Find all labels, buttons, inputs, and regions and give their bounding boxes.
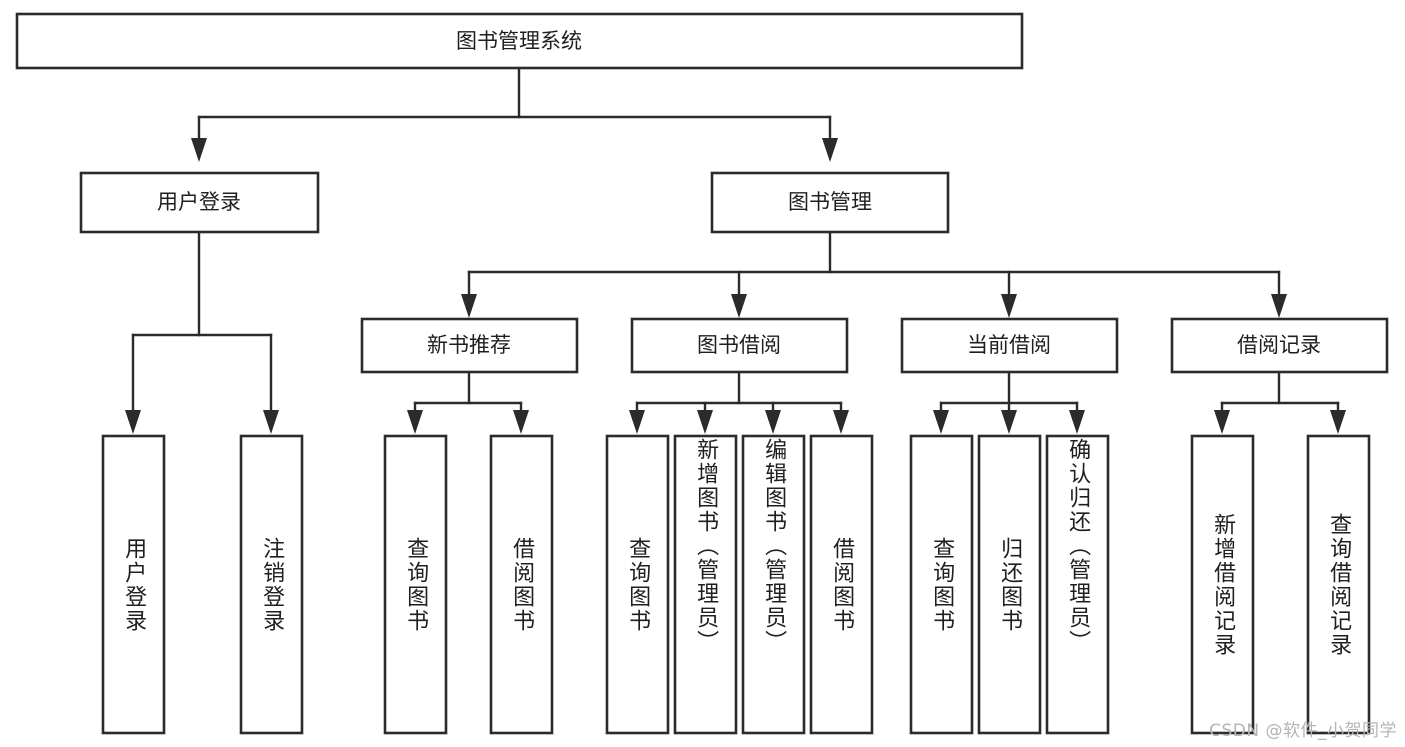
arrow-head-book-management — [822, 138, 838, 162]
arrow-head-user-login — [191, 138, 207, 162]
node-borrow-record-box[interactable] — [1170, 317, 1389, 374]
edges-book-management-to-level2 — [461, 230, 1287, 318]
arrow-head-leaf-add-book-admin — [697, 410, 713, 434]
node-current-borrow[interactable]: 当前借阅 — [900, 317, 1119, 374]
leaf-query-book-borrow-box[interactable] — [605, 434, 670, 735]
arrow-head-leaf-return-book — [1001, 410, 1017, 434]
arrow-head-leaf-confirm-return-admin — [1069, 410, 1085, 434]
node-book-management-label: 图书管理 — [788, 190, 872, 214]
node-book-management-box[interactable] — [710, 171, 950, 234]
arrow-head-book-borrow — [731, 294, 747, 318]
edges-root-to-level1 — [191, 66, 838, 162]
node-borrow-record[interactable]: 借阅记录 — [1170, 317, 1389, 374]
leaf-confirm-return-admin-box[interactable] — [1045, 434, 1110, 735]
leaf-edit-book-admin-box[interactable] — [741, 434, 806, 735]
arrow-head-leaf-query-borrow-record — [1330, 410, 1346, 434]
node-book-management[interactable]: 图书管理 — [710, 171, 950, 234]
watermark-text: CSDN @软件_小贺同学 — [1209, 721, 1397, 741]
leaf-user-login-box[interactable] — [101, 434, 166, 735]
leaf-borrow-book-box[interactable] — [809, 434, 874, 735]
arrow-head-leaf-borrow-book — [833, 410, 849, 434]
edges-borrow-record-to-leaves — [1214, 370, 1346, 434]
edges-new-book-to-leaves — [407, 370, 529, 434]
arrow-head-leaf-add-borrow-record — [1214, 410, 1230, 434]
leaf-add-borrow-record-box[interactable] — [1190, 434, 1255, 735]
leaf-boxes-current-borrow — [909, 434, 1110, 735]
leaf-query-borrow-record-box[interactable] — [1306, 434, 1371, 735]
leaf-boxes-borrow-record — [1190, 434, 1371, 735]
node-user-login[interactable]: 用户登录 — [79, 171, 320, 234]
leaf-boxes-new-book-recommend — [383, 434, 554, 735]
node-current-borrow-box[interactable] — [900, 317, 1119, 374]
leaf-borrow-book-recommend-box[interactable] — [489, 434, 554, 735]
arrow-head-borrow-record — [1271, 294, 1287, 318]
node-user-login-box[interactable] — [79, 171, 320, 234]
node-current-borrow-label: 当前借阅 — [967, 333, 1051, 357]
leaf-logout-login-box[interactable] — [239, 434, 304, 735]
node-new-book-recommend[interactable]: 新书推荐 — [360, 317, 579, 374]
arrow-head-leaf-query-book-current — [933, 410, 949, 434]
node-root-book-management-system[interactable]: 图书管理系统 — [15, 12, 1024, 70]
arrow-head-new-book-recommend — [461, 294, 477, 318]
node-new-book-recommend-label: 新书推荐 — [427, 333, 511, 357]
arrow-head-leaf-logout — [263, 410, 279, 434]
edges-user-login-to-leaves — [125, 230, 279, 434]
node-book-borrow-box[interactable] — [630, 317, 849, 374]
edges-book-borrow-to-leaves — [629, 370, 849, 434]
edges-current-borrow-to-leaves — [933, 370, 1085, 434]
node-user-login-label: 用户登录 — [157, 190, 241, 214]
node-new-book-recommend-box[interactable] — [360, 317, 579, 374]
arrow-head-leaf-user-login — [125, 410, 141, 434]
node-root-label: 图书管理系统 — [456, 29, 582, 53]
arrow-head-current-borrow — [1001, 294, 1017, 318]
leaf-boxes-book-borrow — [605, 434, 874, 735]
node-book-borrow-label: 图书借阅 — [697, 333, 781, 357]
node-root-box[interactable] — [15, 12, 1024, 70]
arrow-head-leaf-edit-book-admin — [765, 410, 781, 434]
leaf-return-book-box[interactable] — [977, 434, 1042, 735]
arrow-head-leaf-borrow-book-recommend — [513, 410, 529, 434]
leaf-query-book-recommend-box[interactable] — [383, 434, 448, 735]
leaf-query-book-current-box[interactable] — [909, 434, 974, 735]
leaf-boxes-user-login — [101, 434, 304, 735]
node-book-borrow[interactable]: 图书借阅 — [630, 317, 849, 374]
leaf-add-book-admin-box[interactable] — [673, 434, 738, 735]
node-borrow-record-label: 借阅记录 — [1237, 333, 1321, 357]
arrow-head-leaf-query-book-borrow — [629, 410, 645, 434]
arrow-head-leaf-query-book-recommend — [407, 410, 423, 434]
